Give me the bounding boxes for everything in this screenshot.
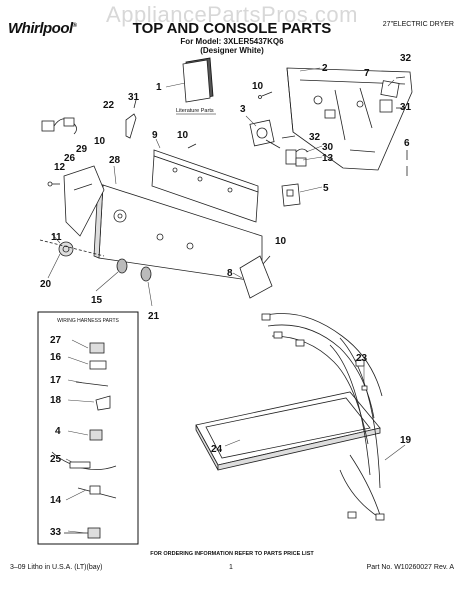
callout-17: 17 [50,375,62,386]
switch-assembly [281,148,309,207]
wiring-parts-box [37,311,139,545]
finish-line: (Designer White) [200,46,264,55]
callout-32-mid: 32 [309,132,321,143]
page-number: 1 [229,564,233,571]
callout-11: 11 [51,232,62,243]
timer [249,119,281,149]
product-type: 27"ELECTRIC DRYER [382,21,454,28]
callout-25: 25 [50,454,62,465]
screws [187,76,408,265]
literature-parts [182,57,214,103]
callout-29: 29 [76,144,88,155]
callout-22: 22 [103,100,115,111]
callout-21: 21 [148,311,160,322]
cover-plate [380,80,400,98]
callout-20: 20 [40,279,52,290]
end-cap-right [239,255,273,299]
end-cap [47,165,105,237]
page-title: TOP AND CONSOLE PARTS [132,20,332,37]
control-knobs [116,258,152,282]
callout-27: 27 [50,335,62,346]
callout-14: 14 [50,495,62,506]
callout-15: 15 [91,295,103,306]
callout-4: 4 [55,426,61,437]
callout-18: 18 [50,395,62,406]
literature-label: Literature Parts [176,108,214,114]
callout-19: 19 [400,435,412,446]
clip [125,99,137,139]
callout-30: 30 [322,142,334,153]
model-line: For Model: 3XLER5437KQ6 [180,37,284,46]
callout-10-top: 10 [252,81,264,92]
callout-numbers: 1 2 3 6 7 32 31 10 32 30 13 5 31 22 9 10… [40,53,412,538]
callout-10-mid: 10 [177,130,189,141]
part-number: Part No. W10260027 Rev. A [366,564,454,571]
wire-assembly [41,117,77,135]
callout-31-right: 31 [400,102,412,113]
callout-6: 6 [404,138,410,149]
callout-10-left: 10 [94,136,106,147]
leader-lines [47,67,406,534]
callout-31-left: 31 [128,92,140,103]
dryer-top [195,391,381,471]
callout-23: 23 [356,353,368,364]
callout-28: 28 [109,155,121,166]
callout-10-right: 10 [275,236,287,247]
callout-9: 9 [152,130,158,141]
callout-16: 16 [50,352,62,363]
callout-33: 33 [50,527,62,538]
callout-7: 7 [364,68,370,79]
wiring-harness [261,313,385,521]
callout-13: 13 [322,153,334,164]
callout-12: 12 [54,162,66,173]
callout-26: 26 [64,153,76,164]
timer-knob [39,239,105,257]
callout-32-top: 32 [400,53,412,64]
callout-24: 24 [211,444,223,455]
print-info: 3–09 Litho in U.S.A. (LT)(bay) [10,564,103,571]
callout-5: 5 [323,183,329,194]
brand-logo: Whirlpool® [8,20,77,37]
harness-parts [51,342,117,539]
wiring-box-title: WIRING HARNESS PARTS [57,318,119,324]
callout-1: 1 [156,82,162,93]
watermark: AppliancePartsPros.com [106,2,358,27]
console-bracket [151,149,259,223]
callout-3: 3 [240,104,246,115]
callout-2: 2 [322,63,328,74]
callout-8: 8 [227,268,233,279]
ordering-note: FOR ORDERING INFORMATION REFER TO PARTS … [150,551,314,557]
